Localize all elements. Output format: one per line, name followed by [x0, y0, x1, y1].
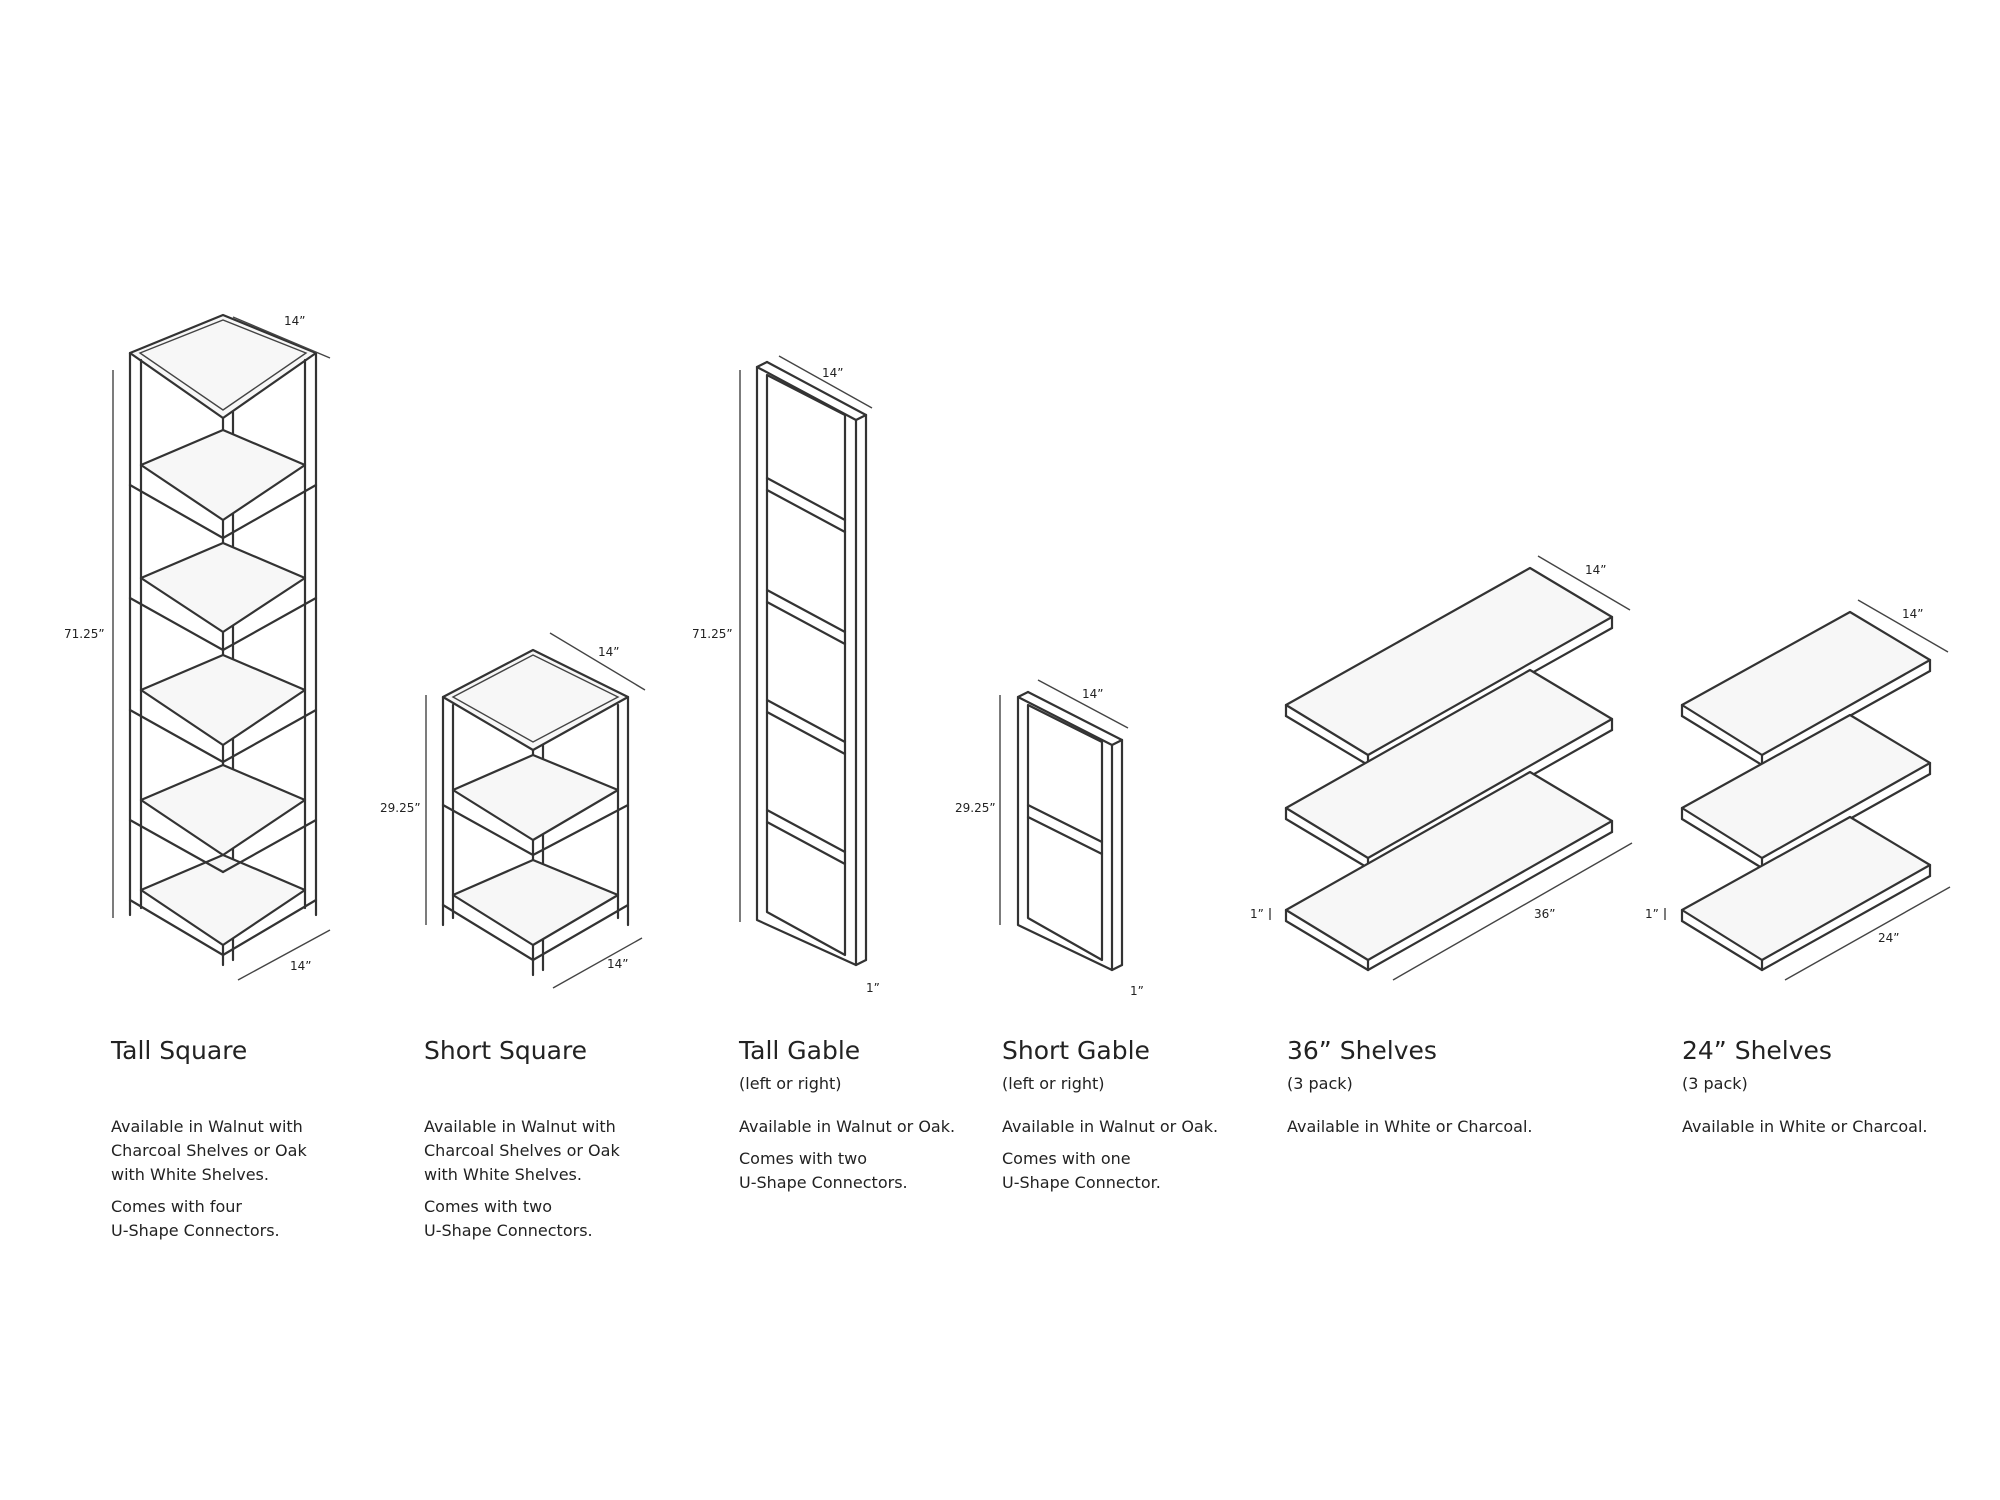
product-availability: Available in Walnut with Charcoal Shelve… — [111, 1117, 307, 1184]
product-24-shelves: 24” Shelves (3 pack) Available in White … — [1682, 1035, 1928, 1136]
product-description: Available in White or Charcoal. — [1287, 1115, 1587, 1147]
product-subtitle: (left or right) — [1002, 1074, 1105, 1093]
short-gable-thickness-label: 1” — [1130, 984, 1144, 998]
shelves-36-drawing: 14” 36” 1” — [1250, 555, 1633, 981]
product-availability: Available in Walnut or Oak. — [1002, 1117, 1219, 1136]
shelves-24-depth-label: 14” — [1902, 607, 1924, 621]
product-description: Available in Walnut with Charcoal Shelve… — [111, 1115, 411, 1251]
short-square-drawing: 14” 29.25” 14” — [380, 632, 646, 989]
tall-square-height-label: 71.25” — [64, 627, 105, 641]
short-square-height-label: 29.25” — [380, 801, 421, 815]
product-tall-gable: Tall Gable (left or right) Available in … — [739, 1035, 955, 1192]
tall-gable-thickness-label: 1” — [866, 981, 880, 995]
product-tall-square: Tall Square Available in Walnut with Cha… — [111, 1035, 307, 1240]
product-connectors: Comes with four U-Shape Connectors. — [111, 1197, 280, 1240]
product-availability: Available in Walnut or Oak. — [739, 1117, 956, 1136]
tall-gable-height-label: 71.25” — [692, 627, 733, 641]
short-square-width-label: 14” — [598, 645, 620, 659]
product-title: Short Square — [424, 1036, 588, 1065]
shelves-24-thickness-label: 1” — [1645, 907, 1659, 921]
shelves-36-length-label: 36” — [1534, 907, 1556, 921]
product-title: 36” Shelves — [1287, 1036, 1437, 1065]
product-short-square: Short Square Available in Walnut with Ch… — [424, 1035, 620, 1240]
product-title: Tall Square — [111, 1036, 248, 1065]
product-subtitle: (3 pack) — [1287, 1074, 1353, 1093]
product-connectors: Comes with two U-Shape Connectors. — [739, 1149, 908, 1192]
product-subtitle: (3 pack) — [1682, 1074, 1748, 1093]
tall-square-drawing: 14” 71.25” 14” — [64, 313, 331, 981]
product-description: Available in White or Charcoal. — [1682, 1115, 1982, 1147]
product-availability: Available in Walnut with Charcoal Shelve… — [424, 1117, 620, 1184]
tall-gable-drawing: 14” 71.25” 1” — [692, 355, 880, 995]
shelves-24-drawing: 14” 24” 1” — [1645, 599, 1951, 981]
product-availability: Available in White or Charcoal. — [1287, 1117, 1533, 1136]
short-square-depth-label: 14” — [607, 957, 629, 971]
shelves-24-length-label: 24” — [1878, 931, 1900, 945]
product-connectors: Comes with two U-Shape Connectors. — [424, 1197, 593, 1240]
product-short-gable: Short Gable (left or right) Available in… — [1002, 1035, 1218, 1192]
product-36-shelves: 36” Shelves (3 pack) Available in White … — [1287, 1035, 1533, 1136]
short-gable-height-label: 29.25” — [955, 801, 996, 815]
product-title: Short Gable — [1002, 1036, 1150, 1065]
product-subtitle: (left or right) — [739, 1074, 842, 1093]
product-description: Available in Walnut or Oak. Comes with t… — [739, 1115, 1039, 1203]
shelves-36-thickness-label: 1” — [1250, 907, 1264, 921]
product-title: Tall Gable — [739, 1036, 861, 1065]
tall-square-depth-label: 14” — [290, 959, 312, 973]
product-connectors: Comes with one U-Shape Connector. — [1002, 1149, 1161, 1192]
short-gable-drawing: 14” 29.25” 1” — [955, 679, 1144, 998]
short-gable-depth-label: 14” — [1082, 687, 1104, 701]
tall-square-width-label: 14” — [284, 314, 306, 328]
product-description: Available in Walnut with Charcoal Shelve… — [424, 1115, 724, 1251]
product-title: 24” Shelves — [1682, 1036, 1832, 1065]
product-availability: Available in White or Charcoal. — [1682, 1117, 1928, 1136]
tall-gable-depth-label: 14” — [822, 366, 844, 380]
shelves-36-depth-label: 14” — [1585, 563, 1607, 577]
product-description: Available in Walnut or Oak. Comes with o… — [1002, 1115, 1302, 1203]
